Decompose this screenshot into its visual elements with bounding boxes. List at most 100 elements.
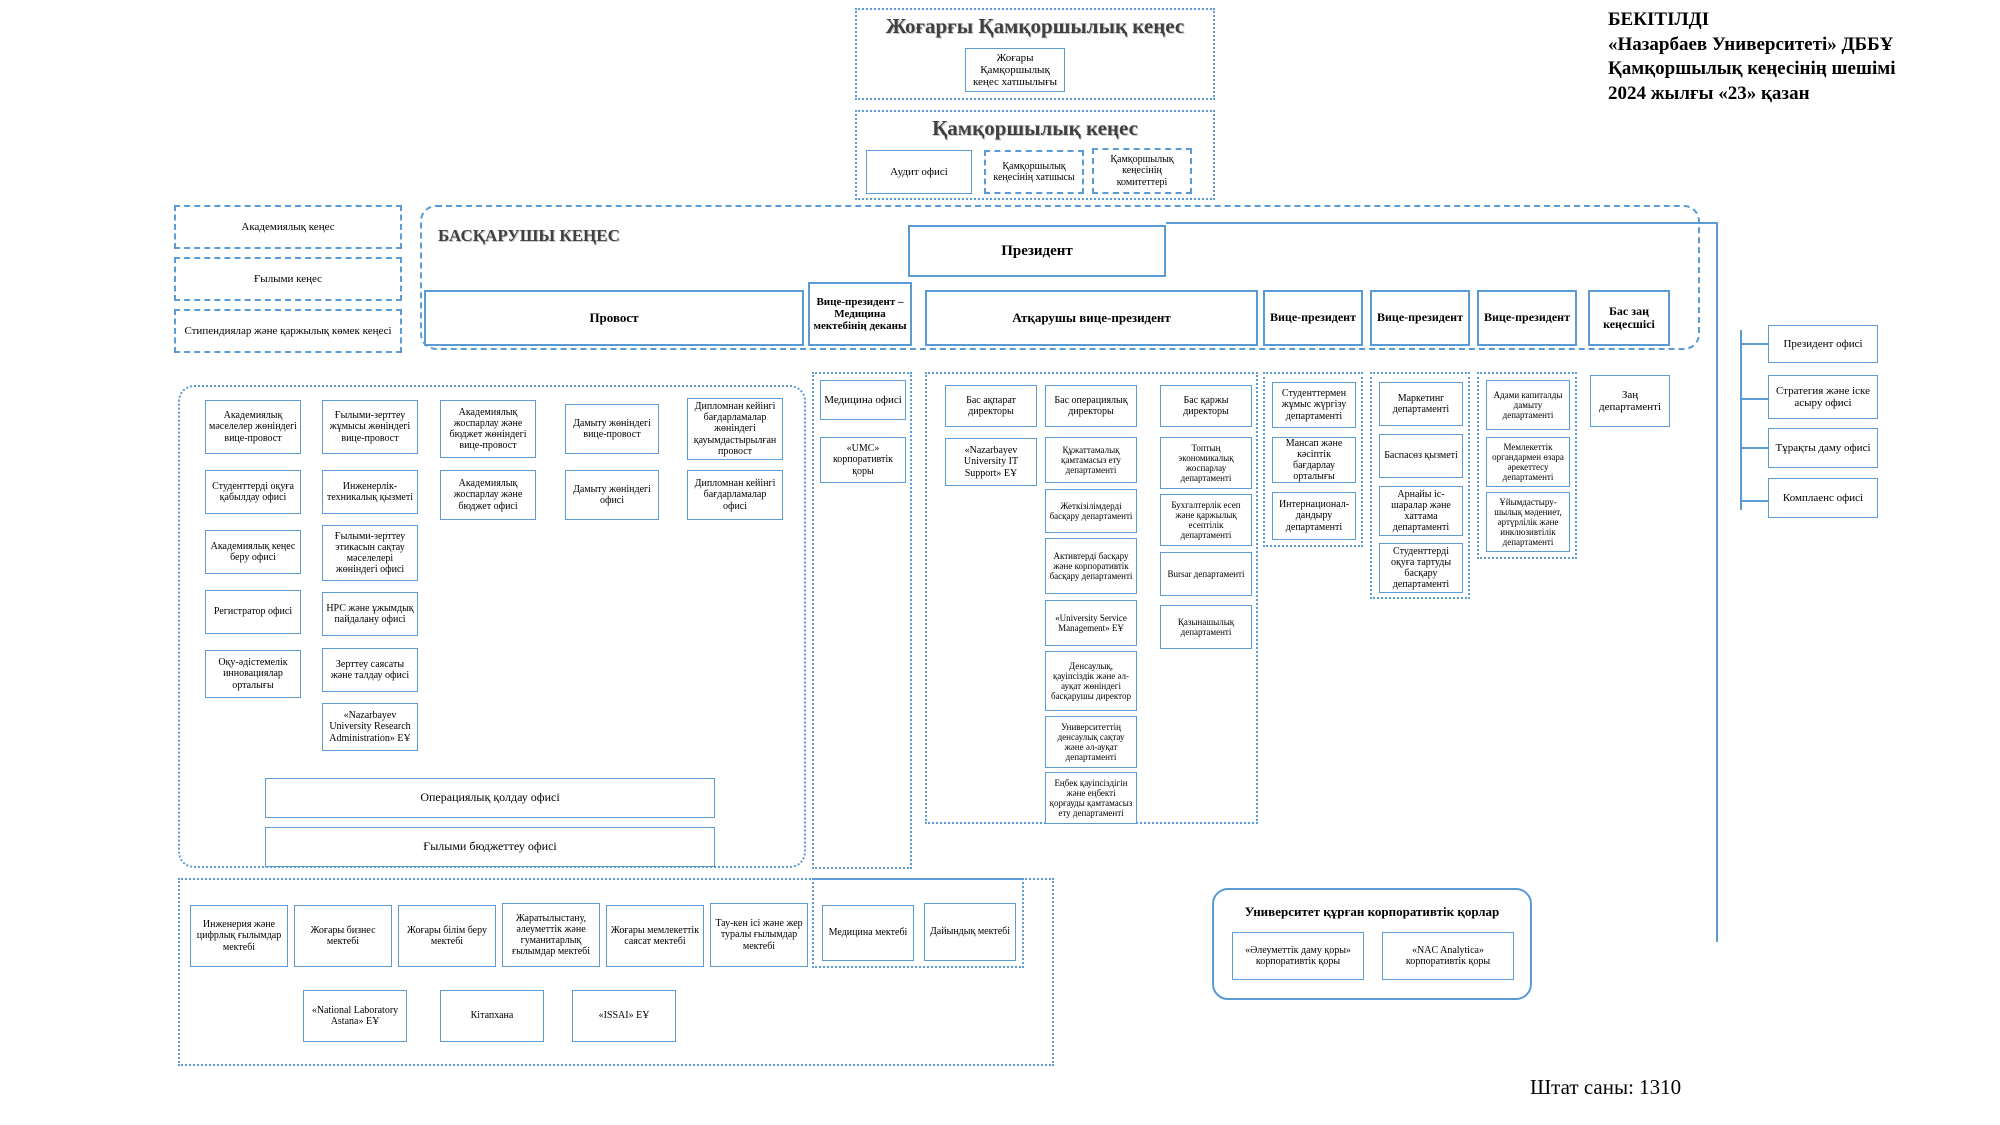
staff-count: Штат саны: 1310: [1530, 1075, 1682, 1099]
governing-board-group: [420, 205, 1700, 350]
vp-medicine-dean-box: Вице-президент – Медицина мектебінің дек…: [808, 282, 912, 346]
teaching-innovation-center: Оқу-әдістемелік инновациялар орталығы: [205, 650, 301, 698]
school-public-policy: Жоғары мемлекеттік саясат мектебі: [606, 905, 704, 967]
student-recruitment-department: Студенттерді оқуға тартуды басқару депар…: [1379, 543, 1463, 593]
vp-group-3: [1477, 372, 1577, 559]
board-of-trustees-title: Қамқоршылық кеңес: [932, 116, 1138, 140]
development-office: Дамыту жөніндегі офисі: [565, 470, 659, 520]
academic-advising-office: Академиялық кеңес беру офисі: [205, 530, 301, 574]
vice-provost-academic: Академиялық мәселелер жөніндегі вице-про…: [205, 400, 301, 454]
university-service-management: «University Service Management» ЕҰ: [1045, 600, 1137, 646]
internationalization-department: Интернационал-дандыру департаменті: [1272, 492, 1356, 540]
approval-line-1: БЕКІТІЛДІ: [1608, 9, 1710, 30]
group-economic-planning-department: Топтың экономикалық жоспарлау департамен…: [1160, 437, 1252, 489]
library: Кітапхана: [440, 990, 544, 1042]
vice-provost-development: Дамыту жөніндегі вице-провост: [565, 404, 659, 454]
nu-research-administration: «Nazarbayev University Research Administ…: [322, 703, 418, 751]
supreme-council-group: [855, 8, 1215, 100]
bursar-department: Bursar департаменті: [1160, 552, 1252, 596]
university-health-wellbeing-department: Университеттің денсаулық сақтау және әл-…: [1045, 716, 1137, 768]
treasury-department: Қазынашылық департаменті: [1160, 605, 1252, 649]
marketing-department: Маркетинг департаменті: [1379, 382, 1463, 426]
issai: «ISSAI» ЕҰ: [572, 990, 676, 1042]
school-engineering-digital: Инженерия және цифрлық ғылымдар мектебі: [190, 905, 288, 967]
po-tick-3: [1740, 447, 1768, 449]
provost-group: [178, 385, 806, 868]
council-scholarships: Стипендиялар және қаржылық көмек кеңесі: [174, 309, 402, 353]
vice-provost-planning-budget: Академиялық жоспарлау және бюджет жөнінд…: [440, 400, 536, 458]
supply-management-department: Жеткізілімдерді басқару департаменті: [1045, 489, 1137, 533]
managing-director-health-safety: Денсаулық, қауіпсіздік және әл-ауқат жөн…: [1045, 651, 1137, 711]
academic-planning-budget-office: Академиялық жоспарлау және бюджет офисі: [440, 470, 536, 520]
asset-corporate-governance-department: Активтерді басқару және корпоративтік ба…: [1045, 538, 1137, 594]
school-sciences-humanities: Жаратылыстану, әлеуметтік және гуманитар…: [502, 903, 600, 967]
approval-line-3: Қамқоршылық кеңесінің шешімі: [1608, 58, 1896, 80]
nu-it-support: «Nazarbayev University IT Support» ЕҰ: [945, 438, 1037, 486]
school-education: Жоғары білім беру мектебі: [398, 905, 496, 967]
chief-information-officer: Бас ақпарат директоры: [945, 385, 1037, 427]
vp-group-2: [1370, 372, 1470, 599]
schools-group: [178, 878, 1054, 1066]
supreme-council-title: Жоғарғы Қамқоршылық кеңес: [885, 14, 1185, 38]
school-foundation: Дайындық мектебі: [924, 903, 1016, 961]
president-box: Президент: [908, 225, 1166, 277]
executive-vp-box: Атқарушы вице-президент: [925, 290, 1258, 346]
research-ethics-office: Ғылыми-зерттеу этикасын сақтау мәселелер…: [322, 525, 418, 581]
po-tick-4: [1740, 500, 1768, 502]
engineering-technical-service: Инженерлік-техникалық қызметі: [322, 470, 418, 514]
umc-corporate-fund: «UMC» корпоративтік қоры: [820, 437, 906, 483]
occupational-safety-department: Еңбек қауіпсіздігін және еңбекті қорғауд…: [1045, 772, 1137, 824]
legal-department: Заң департаменті: [1590, 375, 1670, 427]
medicine-schools-group: [812, 878, 1024, 968]
human-capital-development-department: Адами капиталды дамыту департаменті: [1486, 380, 1570, 430]
accounting-financial-reporting-department: Бухгалтерлік есеп және қаржылық есептілі…: [1160, 494, 1252, 546]
medicine-group: [812, 372, 912, 869]
research-policy-analysis-office: Зерттеу саясаты және талдау офисі: [322, 648, 418, 692]
po-tick-1: [1740, 343, 1768, 345]
career-guidance-center: Мансап және кәсіптік бағдарлау орталығы: [1272, 437, 1356, 483]
provost-box: Провост: [424, 290, 804, 346]
president-offices-spine: [1740, 330, 1742, 510]
chief-operating-officer: Бас операциялық директоры: [1045, 385, 1137, 427]
hpc-core-facilities-office: НРС және ұжымдық пайдалану офисі: [322, 592, 418, 636]
records-management-department: Құжаттамалық қамтамасыз ету департаменті: [1045, 437, 1137, 483]
president-office: Президент офисі: [1768, 325, 1878, 363]
registrar-office: Регистратор офисі: [205, 590, 301, 634]
special-events-protocol-department: Арнайы іс-шаралар және хаттама департаме…: [1379, 486, 1463, 536]
research-budgeting-office: Ғылыми бюджеттеу офисі: [265, 827, 715, 867]
board-committees: Қамқоршылық кеңесінің комитеттері: [1092, 148, 1192, 194]
press-service: Баспасөз қызметі: [1379, 434, 1463, 478]
culture-diversity-inclusion-department: Ұйымдастыру-шылық мәдениет, әртүрлілік ж…: [1486, 492, 1570, 552]
admissions-office: Студенттерді оқуға қабылдау офисі: [205, 470, 301, 514]
social-development-fund: «Әлеуметтік даму қоры» корпоративтік қор…: [1232, 932, 1364, 980]
board-of-trustees-group: [855, 110, 1215, 200]
po-tick-2: [1740, 398, 1768, 400]
approval-line-4: 2024 жылғы «23» қазан: [1608, 83, 1810, 105]
postgraduate-programs-office: Дипломнан кейінгі бағдарламалар офисі: [687, 470, 783, 520]
associate-provost-postgraduate: Дипломнан кейінгі бағдарламалар жөніндег…: [687, 398, 783, 460]
vp-box-1: Вице-президент: [1263, 290, 1363, 346]
student-affairs-department: Студенттермен жұмыс жүргізу департаменті: [1272, 382, 1356, 428]
council-scientific: Ғылыми кеңес: [174, 257, 402, 301]
supreme-council-secretariat: Жоғары Қамқоршылық кеңес хатшылығы: [965, 48, 1065, 92]
strategy-office: Стратегия және іске асыру офисі: [1768, 375, 1878, 419]
vp-box-2: Вице-президент: [1370, 290, 1470, 346]
vp-group-1: [1263, 372, 1363, 547]
school-medicine: Медицина мектебі: [822, 905, 914, 961]
governing-board-title: БАСҚАРУШЫ КЕҢЕС: [438, 226, 620, 245]
medicine-office: Медицина офисі: [820, 380, 906, 420]
board-secretary: Қамқоршылық кеңесінің хатшысы: [984, 150, 1084, 194]
council-academic: Академиялық кеңес: [174, 205, 402, 249]
approval-line-2: «Назарбаев Университеті» ДББҰ: [1608, 33, 1894, 55]
government-relations-department: Мемлекеттік органдармен өзара әрекеттесу…: [1486, 437, 1570, 487]
sustainability-office: Тұрақты даму офисі: [1768, 428, 1878, 468]
chief-financial-officer: Бас қаржы директоры: [1160, 385, 1252, 427]
nac-analytica-fund: «NAC Analytica» корпоративтік қоры: [1382, 932, 1514, 980]
approval-header: БЕКІТІЛДІ «Назарбаев Университеті» ДББҰ …: [1608, 8, 1998, 107]
school-business: Жоғары бизнес мектебі: [294, 905, 392, 967]
chief-legal-counsel-box: Бас заң кеңесшісі: [1588, 290, 1670, 346]
vice-provost-research: Ғылыми-зерттеу жұмысы жөніндегі вице-про…: [322, 400, 418, 454]
president-right-connector: [1716, 222, 1718, 942]
school-mining-earth-sciences: Тау-кен ісі және жер туралы ғылымдар мек…: [710, 903, 808, 967]
corporate-funds-title: Университет құрған корпоративтік қорлар: [1244, 904, 1500, 919]
